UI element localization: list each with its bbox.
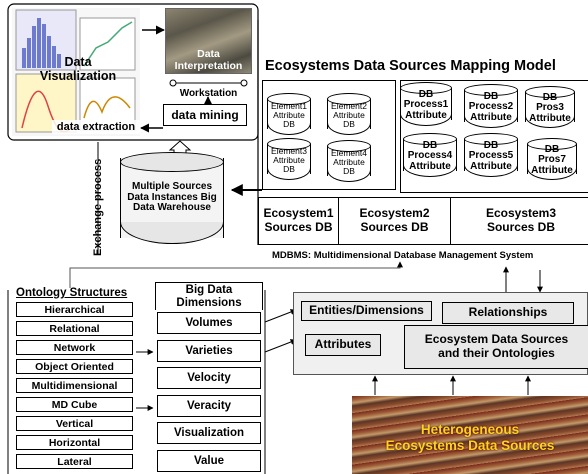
data-visualization-image: Data Visualization [12, 8, 140, 136]
ontology-item: Relational [16, 321, 133, 336]
data-extraction-label: data extraction [52, 120, 140, 134]
workstation-label: Workstation [179, 87, 238, 99]
ontology-item: MD Cube [16, 397, 133, 412]
process-db-label: DB Process4 Attribute [407, 139, 453, 172]
ecosystem3-sources: Ecosystem3 Sources DB [485, 206, 557, 234]
process-db-label: DB Pros3 Attribute [529, 91, 571, 124]
ontology-item: Lateral [16, 454, 133, 469]
data-interpretation-image: Data Interpretation [165, 8, 252, 74]
ontology-item: Object Oriented [16, 359, 133, 374]
big-data-warehouse: Multiple Sources Data Instances Big Data… [120, 152, 224, 244]
element-db-label: Element1 Attribute DB [271, 101, 307, 129]
exchange-process-label: Exchange process [92, 158, 104, 256]
element-db-2: Element2 Attribute DB [327, 93, 371, 135]
mdbms-connector [69, 261, 403, 288]
data-mining-box: data mining [163, 104, 247, 126]
process-db-1: DB Process1 Attribute [400, 82, 452, 126]
process-db-6: DB Pros7 Attribute [527, 138, 577, 180]
warehouse-label: Multiple Sources Data Instances Big Data… [127, 181, 217, 214]
ecosystem1-sources: Ecosystem1 Sources DB [259, 198, 339, 244]
element-db-label: Element4 Attribute DB [331, 148, 367, 176]
ontology-item: Hierarchical [16, 302, 133, 317]
big-data-dimension: Visualization [157, 422, 261, 444]
heterogeneous-sources-image: Heterogeneous Ecosystems Data Sources [352, 396, 588, 474]
element-db-4: Element4 Attribute DB [327, 140, 371, 182]
ontology-item: Network [16, 340, 133, 355]
process-db-3: DB Pros3 Attribute [525, 86, 575, 128]
data-visualization-label: Data Visualization [39, 55, 117, 83]
process-db-5: DB Process5 Attribute [464, 133, 518, 177]
big-data-dimension: Velocity [157, 367, 261, 389]
ecosystem-data-sources-box: Ecosystem Data Sources and their Ontolog… [404, 325, 588, 369]
mapping-title: Ecosystems Data Sources Mapping Model [265, 58, 556, 74]
ecosystem2-sources: Ecosystem2 Sources DB [339, 198, 451, 244]
element-db-1: Element1 Attribute DB [267, 93, 311, 135]
element-db-label: Element2 Attribute DB [331, 101, 367, 129]
visualization-thumbnails [15, 9, 136, 133]
ontology-item: Vertical [16, 416, 133, 431]
mdbms-label: MDBMS: Multidimensional Database Managem… [272, 250, 534, 261]
relationships-box: Relationships [442, 302, 574, 324]
ontology-title: Ontology Structures [16, 287, 128, 299]
big-data-dimension: Varieties [157, 339, 261, 362]
element-db-label: Element3 Attribute DB [271, 146, 307, 174]
attributes-box: Attributes [305, 334, 381, 356]
process-db-label: DB Process5 Attribute [468, 139, 514, 172]
process-db-2: DB Process2 Attribute [464, 84, 518, 128]
heterogeneous-sources-label: Heterogeneous Ecosystems Data Sources [385, 422, 555, 453]
arrow-bd-model-1 [264, 309, 297, 323]
big-data-title: Big Data Dimensions [155, 282, 263, 310]
process-db-label: DB Process2 Attribute [468, 90, 514, 123]
workstation-stand [165, 76, 252, 88]
big-data-dimension: Veracity [157, 394, 261, 417]
data-interpretation-label: Data Interpretation [174, 48, 243, 72]
process-db-label: DB Process1 Attribute [403, 88, 449, 121]
process-db-4: DB Process4 Attribute [403, 133, 457, 177]
ecosystem-sources-row: Ecosystem1 Sources DB Ecosystem2 Sources… [258, 197, 588, 245]
ontology-item: Horizontal [16, 435, 133, 450]
element-db-3: Element3 Attribute DB [267, 138, 311, 180]
ontology-item: Multidimensional [16, 378, 133, 393]
entities-dimensions-box: Entities/Dimensions [301, 301, 432, 321]
big-data-dimension: Value [157, 449, 261, 472]
big-data-dimension: Volumes [157, 312, 261, 334]
arrow-bd-model-2 [264, 339, 297, 353]
process-db-label: DB Pros7 Attribute [531, 143, 573, 176]
